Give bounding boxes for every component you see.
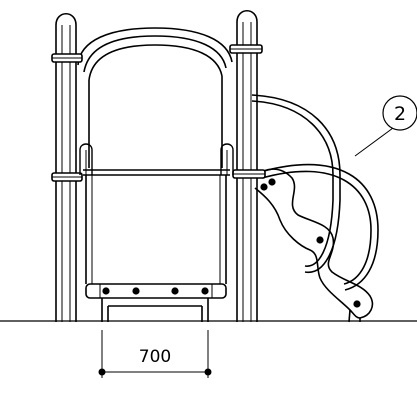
slide-bolt bbox=[260, 183, 268, 191]
plate-bolt bbox=[102, 287, 110, 295]
slide-bolt bbox=[268, 178, 276, 186]
slide-base-plate bbox=[85, 283, 227, 299]
callout-number: 2 bbox=[394, 103, 406, 125]
dimension-tick bbox=[204, 368, 212, 376]
left-post bbox=[51, 12, 83, 322]
slide-guard-rail bbox=[259, 163, 379, 291]
plate-bolt bbox=[132, 287, 140, 295]
slide-exit-foot bbox=[101, 298, 209, 322]
dimension-tick bbox=[98, 368, 106, 376]
plate-bolt bbox=[171, 287, 179, 295]
width-dimension bbox=[98, 330, 212, 378]
slide-bolt bbox=[316, 236, 324, 244]
part-callout bbox=[354, 95, 417, 157]
entry-brackets bbox=[79, 143, 234, 175]
dimension-label: 700 bbox=[139, 347, 171, 367]
right-post bbox=[229, 9, 266, 322]
plate-bolt bbox=[201, 287, 209, 295]
arch-frame bbox=[77, 27, 233, 168]
wavy-slide bbox=[254, 168, 374, 323]
slide-bed bbox=[83, 169, 230, 284]
slide-bolt bbox=[353, 300, 361, 308]
